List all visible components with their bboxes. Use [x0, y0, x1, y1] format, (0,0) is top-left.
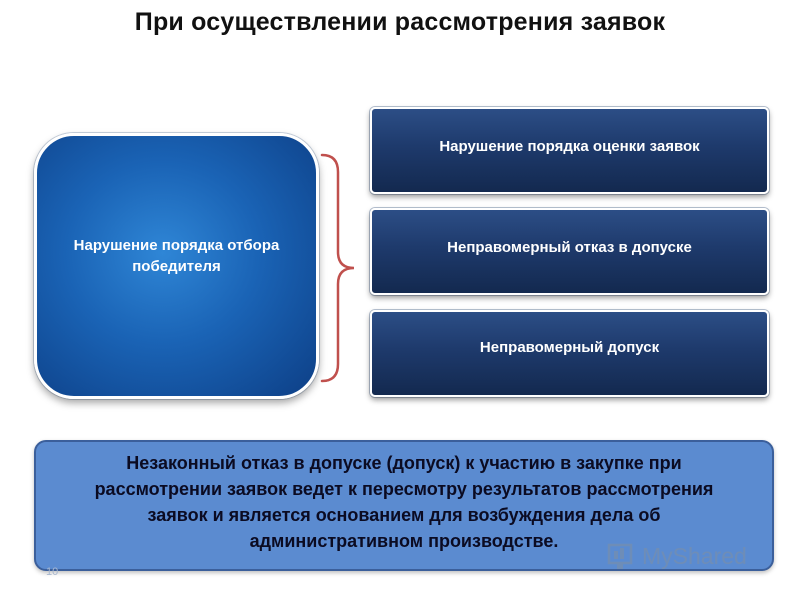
main-category-label: Нарушение порядка отбора победителя [73, 237, 280, 275]
subcategory-box-1: Нарушение порядка оценки заявок [370, 107, 769, 194]
myshared-logo: MyShared [607, 543, 747, 569]
note-box: Незаконный отказ в допуске (допуск) к уч… [34, 440, 774, 571]
note-text: Незаконный отказ в допуске (допуск) к уч… [94, 452, 714, 551]
subcategory-label-2: Неправомерный отказ в допуске [447, 239, 692, 256]
main-category-box: Нарушение порядка отбора победителя [34, 133, 319, 399]
subcategory-box-3: Неправомерный допуск [370, 310, 769, 397]
subcategory-label-1: Нарушение порядка оценки заявок [439, 138, 700, 155]
subcategory-box-2: Неправомерный отказ в допуске [370, 208, 769, 295]
svg-text:MyShared: MyShared [642, 543, 747, 569]
slide-title: При осуществлении рассмотрения заявок [134, 8, 666, 36]
subcategory-label-3: Неправомерный допуск [479, 339, 660, 356]
curly-brace-icon [320, 153, 355, 383]
slide-number: 10 [46, 566, 59, 578]
watermark: MyShared [606, 537, 766, 573]
